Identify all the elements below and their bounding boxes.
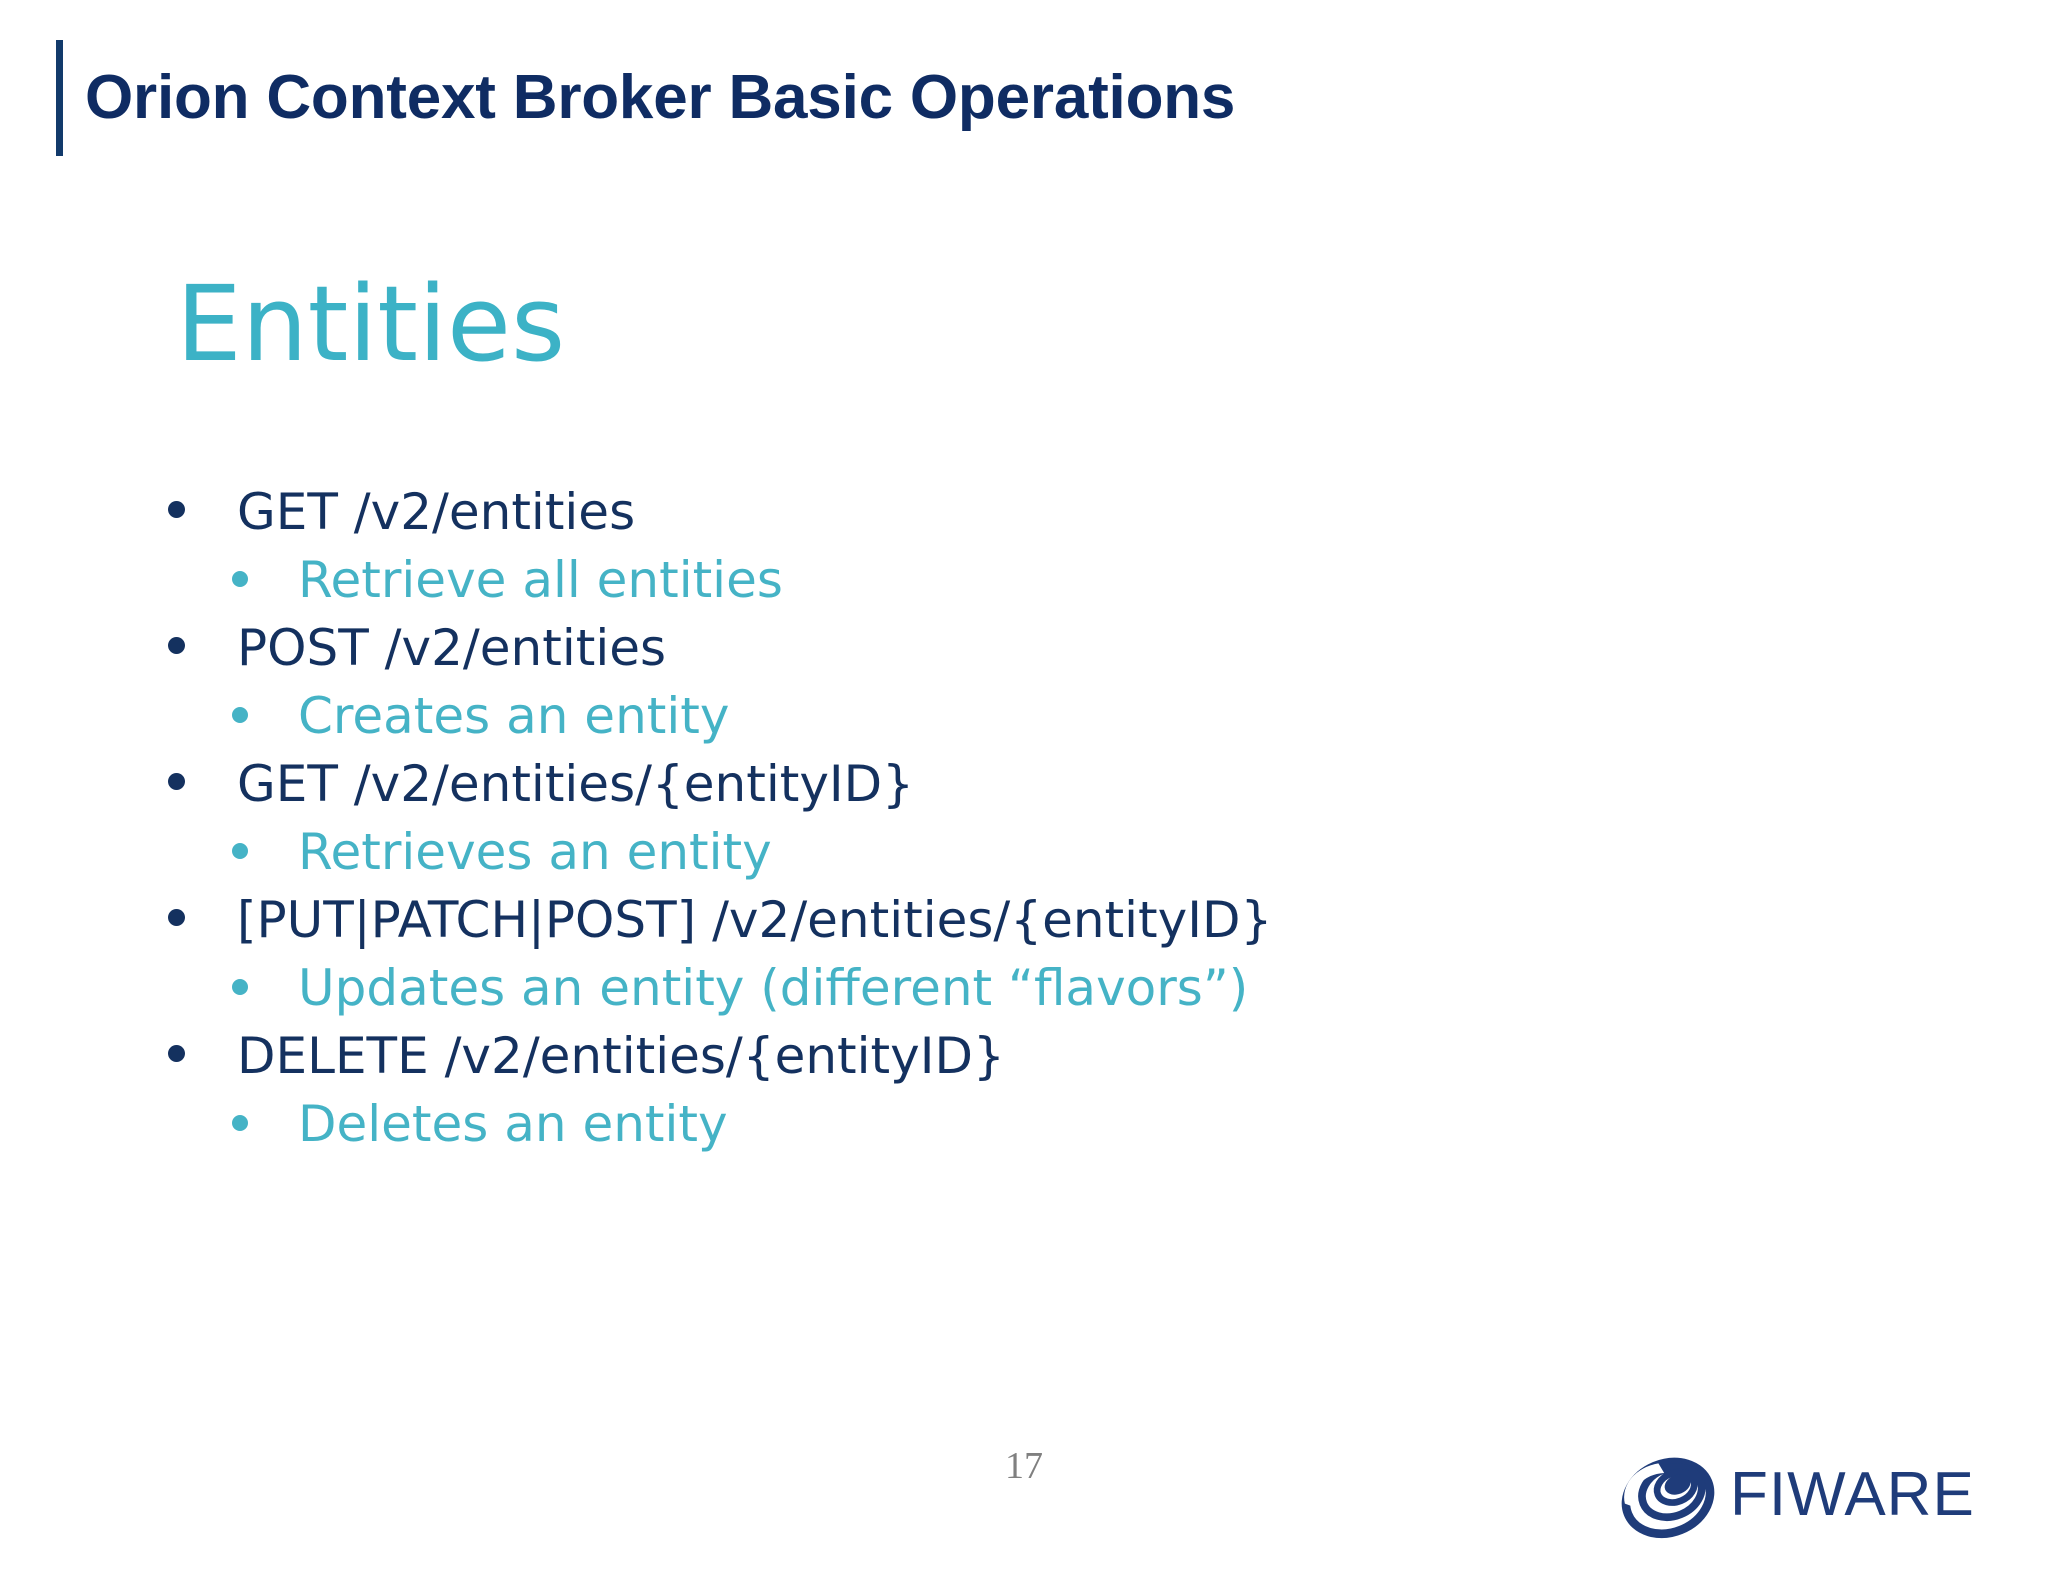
- bullet-dot-icon: [168, 773, 185, 790]
- list-item: [PUT|PATCH|POST] /v2/entities/{entityID}: [0, 886, 2048, 954]
- bullet-dot-icon: [168, 909, 185, 926]
- title-accent-bar: [56, 40, 63, 156]
- section-heading: Entities: [176, 263, 566, 385]
- svg-text:FIWARE: FIWARE: [1730, 1461, 1975, 1529]
- bullet-dot-icon: [168, 501, 185, 518]
- list-item-label: GET /v2/entities/{entityID}: [237, 755, 914, 813]
- list-item-label: Retrieves an entity: [298, 823, 772, 881]
- slide-title-row: Orion Context Broker Basic Operations: [56, 40, 1235, 156]
- bullet-dot-icon: [232, 843, 248, 859]
- bullet-dot-icon: [232, 571, 248, 587]
- fiware-wordmark: FIWARE: [1730, 1461, 1975, 1529]
- list-item: POST /v2/entities: [0, 614, 2048, 682]
- bullet-dot-icon: [168, 1045, 185, 1062]
- bullet-dot-icon: [232, 707, 248, 723]
- fiware-logo: FIWARE: [1620, 1448, 2030, 1544]
- fiware-swirl-icon: [1621, 1457, 1715, 1539]
- list-item-label: Updates an entity (different “flavors”): [298, 959, 1249, 1017]
- list-item-label: DELETE /v2/entities/{entityID}: [237, 1027, 1005, 1085]
- list-item-label: Creates an entity: [298, 687, 730, 745]
- list-item: GET /v2/entities: [0, 478, 2048, 546]
- page-number: 17: [1005, 1445, 1043, 1487]
- list-item: Retrieve all entities: [0, 546, 2048, 614]
- bullet-dot-icon: [232, 979, 248, 995]
- list-item-label: GET /v2/entities: [237, 483, 636, 541]
- list-item: Creates an entity: [0, 682, 2048, 750]
- list-item: Deletes an entity: [0, 1090, 2048, 1158]
- bullet-dot-icon: [232, 1115, 248, 1131]
- page-title: Orion Context Broker Basic Operations: [85, 63, 1236, 132]
- list-item: Retrieves an entity: [0, 818, 2048, 886]
- list-item-label: POST /v2/entities: [237, 619, 667, 677]
- list-item: DELETE /v2/entities/{entityID}: [0, 1022, 2048, 1090]
- list-item-label: Retrieve all entities: [298, 551, 783, 609]
- list-item-label: [PUT|PATCH|POST] /v2/entities/{entityID}: [237, 891, 1273, 949]
- list-item-label: Deletes an entity: [298, 1095, 728, 1153]
- list-item: Updates an entity (different “flavors”): [0, 954, 2048, 1022]
- bullet-dot-icon: [168, 637, 185, 654]
- list-item: GET /v2/entities/{entityID}: [0, 750, 2048, 818]
